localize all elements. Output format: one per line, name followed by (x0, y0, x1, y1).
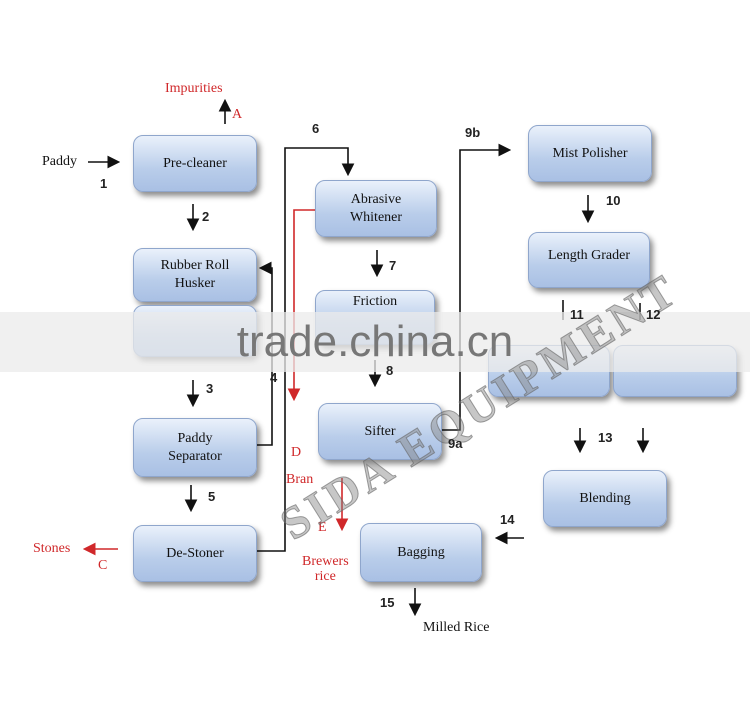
bagging-box: Bagging (360, 523, 482, 582)
step-13: 13 (598, 430, 613, 445)
paddy-label: Paddy (42, 154, 77, 169)
step-15: 15 (380, 595, 395, 610)
milled-rice-label: Milled Rice (423, 620, 490, 635)
de-stoner-box: De-Stoner (133, 525, 257, 582)
rubber-roll-husker-box: Rubber Roll Husker (133, 248, 257, 302)
step-6: 6 (312, 121, 320, 136)
length-grader-box: Length Grader (528, 232, 650, 288)
mist-polisher-box: Mist Polisher (528, 125, 652, 182)
impurities-label: Impurities (165, 81, 223, 96)
step-9b: 9b (465, 125, 481, 140)
step-12: 12 (646, 307, 661, 322)
stones-label: Stones (33, 541, 71, 556)
blending-box: Blending (543, 470, 667, 527)
e-label: E (318, 520, 327, 535)
abrasive-whitener-box: Abrasive Whitener (315, 180, 437, 237)
step-1: 1 (100, 176, 108, 191)
step-11: 11 (570, 307, 584, 322)
step-2: 2 (202, 209, 210, 224)
pre-cleaner-box: Pre-cleaner (133, 135, 257, 192)
paddy-separator-box: Paddy Separator (133, 418, 257, 477)
step-10: 10 (606, 193, 621, 208)
site-watermark: trade.china.cn (0, 312, 750, 372)
step-3: 3 (206, 381, 214, 396)
d-label: D (291, 445, 302, 460)
a-label: A (232, 107, 243, 122)
step-5: 5 (208, 489, 216, 504)
step-7: 7 (389, 258, 397, 273)
step-8: 8 (386, 363, 394, 378)
c-label: C (98, 558, 108, 573)
step-9a: 9a (448, 436, 463, 451)
step-14: 14 (500, 512, 515, 527)
brewers-rice-label: Brewers rice (302, 554, 349, 584)
sifter-box: Sifter (318, 403, 442, 460)
step-4: 4 (270, 370, 278, 385)
bran-label: Bran (286, 472, 314, 487)
